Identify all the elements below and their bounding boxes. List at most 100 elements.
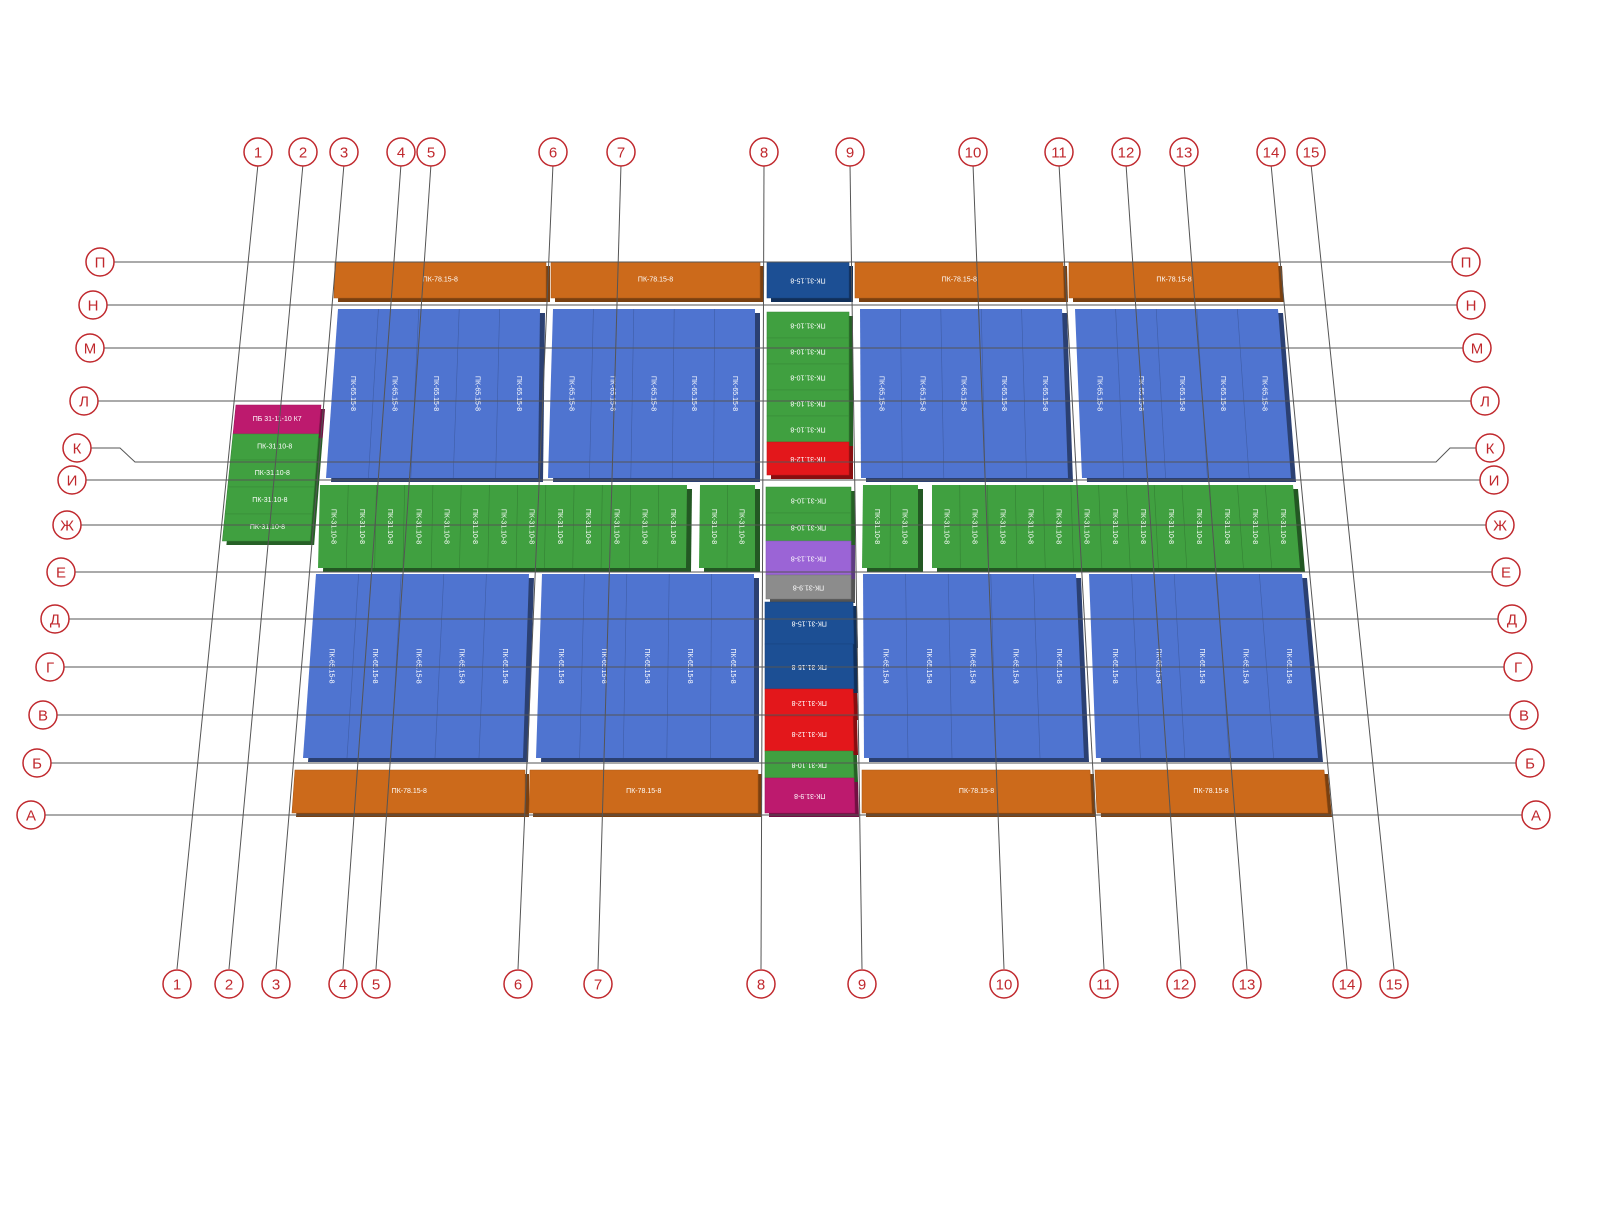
axis-line-8 [760, 163, 765, 970]
axis-bubble-top-8: 8 [749, 137, 779, 167]
center-upper-slab-1-label: ПК-31.10-8 [790, 322, 825, 329]
axis-bubble-bottom-5-label: 5 [372, 977, 380, 994]
axis-bubble-left-Е-circle [46, 557, 76, 587]
block-upper-2-seam [671, 308, 675, 479]
strip-green-1-panel-label: ПК-31.10-8 [330, 509, 337, 544]
axis-bubble-right-В-label: В [1519, 708, 1529, 725]
side-stack-slab-5-face [222, 513, 313, 542]
axis-bubble-top-1-circle [243, 137, 273, 167]
strip-green-1-panel-label: ПК-31.10-8 [528, 509, 535, 544]
axis-bubble-top-7: 7 [606, 137, 636, 167]
axis-bubble-top-2-label: 2 [299, 145, 307, 162]
axis-bubble-bottom-13-label: 13 [1239, 977, 1256, 994]
block-upper-3-panel-label: ПК-65.15-8 [1000, 376, 1007, 411]
axis-bubble-right-Е-label: Е [1501, 565, 1511, 582]
block-lower-2-panel-label: ПК-65.15-8 [557, 648, 564, 683]
block-lower-1-panel-label: ПК-65.15-8 [501, 648, 508, 683]
slab-top-4: ПК-78.15-8 [854, 261, 1068, 302]
strip-green-1-face [318, 485, 687, 568]
block-lower-3-face [863, 574, 1084, 758]
axis-bubble-right-В: В [1509, 700, 1539, 730]
axis-bubble-left-Н-label: Н [88, 298, 99, 315]
block-lower-1-face [303, 574, 529, 758]
axis-bubble-left-Е-label: Е [56, 565, 66, 582]
slab-top-3: ПК-31.15-8 [766, 261, 853, 302]
strip-green-1-panel-label: ПК-31.10-8 [641, 509, 648, 544]
center-lower-slab-4-face [764, 715, 855, 752]
axis-bubble-right-Е-circle [1491, 557, 1521, 587]
axis-bubble-top-2: 2 [288, 137, 318, 167]
block-upper-2-face [548, 309, 755, 478]
axis-bubble-left-Б: Б [22, 748, 52, 778]
center-lower-slab-3-label: ПК-31.12-8 [792, 699, 827, 706]
axis-bubble-left-К: К [62, 433, 92, 463]
axis-line-14 [1270, 163, 1348, 970]
slab-bottom-5-face [1094, 769, 1329, 814]
axis-bubble-right-Л: Л [1470, 386, 1500, 416]
center-upper-slab-4-label: ПК-31.10-8 [790, 400, 825, 407]
axis-line-13 [1183, 163, 1248, 970]
block-upper-3-seam [980, 308, 986, 479]
axis-bubble-bottom-11: 11 [1089, 969, 1119, 999]
strip-green-1-panel-label: ПК-31.10-8 [612, 509, 619, 544]
block-lower-2-panel-label: ПК-65.15-8 [686, 648, 693, 683]
strip-green-2-seam [726, 484, 728, 569]
block-upper-1-panel-label: ПК-65.15-8 [473, 376, 480, 411]
axis-bubble-right-Н-circle [1456, 290, 1486, 320]
center-lower-slab-5: ПК-31.10-8 [764, 750, 858, 782]
axis-bubble-top-2-circle [288, 137, 318, 167]
axis-bubble-left-М-label: М [84, 341, 97, 358]
axis-line-1 [176, 163, 259, 970]
axis-bubble-left-В: В [28, 700, 58, 730]
axis-bubble-right-М-label: М [1471, 341, 1484, 358]
center-lower-slab-5-label: ПК-31.10-8 [792, 761, 827, 768]
axis-bubble-right-Г-circle [1503, 652, 1533, 682]
axis-bubble-right-К-label: К [1486, 441, 1495, 458]
block-upper-1-seam [368, 308, 379, 479]
axis-bubble-left-П: П [85, 247, 115, 277]
axis-bubble-bottom-12-label: 12 [1173, 977, 1190, 994]
block-upper-3-seam [1021, 308, 1027, 479]
axis-bubble-left-Ж: Ж [52, 510, 82, 540]
block-upper-2-panel-label: ПК-65.15-8 [731, 376, 738, 411]
axis-bubble-right-П-label: П [1461, 255, 1472, 272]
axis-bubble-top-6-circle [538, 137, 568, 167]
axis-bubble-right-А-label: А [1531, 808, 1541, 825]
axis-bubble-bottom-14-circle [1332, 969, 1362, 999]
axis-bubble-left-Н: Н [78, 290, 108, 320]
axis-bubble-left-Л-circle [69, 386, 99, 416]
block-lower-2-seam [666, 573, 670, 759]
axis-bubble-top-14: 14 [1256, 137, 1286, 167]
axis-bubble-left-И-circle [57, 465, 87, 495]
block-upper-1-panel-label: ПК-65.15-8 [515, 376, 522, 411]
axis-bubble-top-1-label: 1 [254, 145, 262, 162]
block-lower-3-panel-label: ПК-65.15-8 [1012, 648, 1019, 683]
center-upper-slab-5-label: ПК-31.10-8 [790, 426, 825, 433]
axis-bubble-left-И-label: И [67, 473, 78, 490]
axis-bubble-right-Г-label: Г [1514, 660, 1522, 677]
center-upper-slab-2: ПК-31.10-8 [766, 337, 853, 368]
axis-bubble-top-8-circle [749, 137, 779, 167]
block-lower-3-panel-label: ПК-65.15-8 [968, 648, 975, 683]
center-lower-slab-1-face [764, 601, 855, 645]
slab-top-5: ПК-78.15-8 [1068, 261, 1284, 302]
block-upper-3-panel-label: ПК-65.15-8 [918, 376, 925, 411]
strip-green-1-panel-label: ПК-31.10-8 [499, 509, 506, 544]
strip-green-1-panel-label: ПК-31.10-8 [443, 509, 450, 544]
axis-line-6 [517, 163, 554, 970]
axis-line-2 [228, 163, 304, 970]
center-upper-slab-1: ПК-31.10-8 [766, 311, 853, 342]
block-lower-4-panel-label: ПК-65.15-8 [1198, 648, 1205, 683]
axis-bubble-right-П-circle [1451, 247, 1481, 277]
block-upper-4-panel-label: ПК-65.15-8 [1260, 376, 1267, 411]
block-lower-1-seam [434, 573, 445, 759]
axis-bubble-left-Л: Л [69, 386, 99, 416]
axis-bubble-right-П: П [1451, 247, 1481, 277]
axis-bubble-top-4-circle [386, 137, 416, 167]
axis-line-11 [1058, 163, 1105, 970]
axis-bubble-bottom-10-circle [989, 969, 1019, 999]
